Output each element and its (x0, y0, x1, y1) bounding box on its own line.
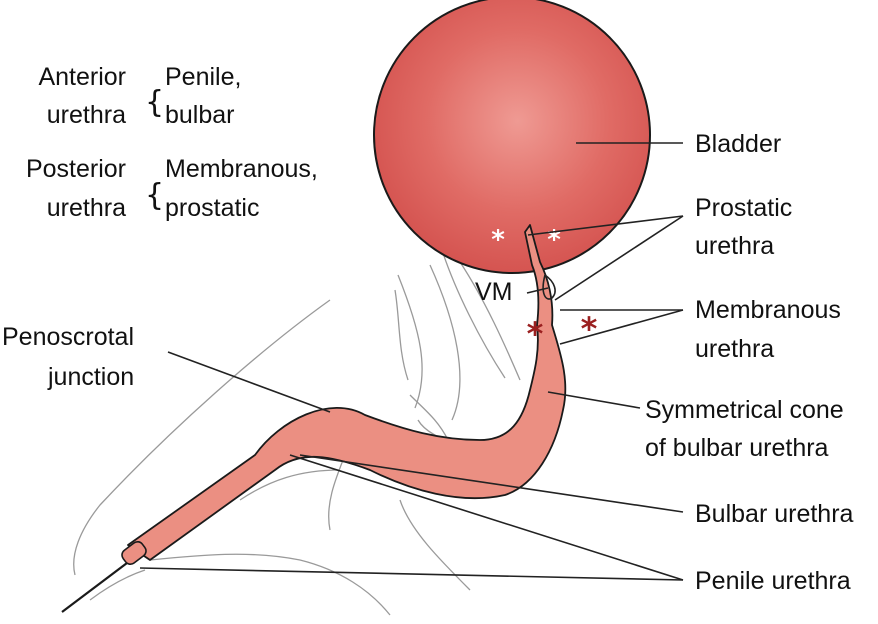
label-membranous-line1: Membranous (695, 296, 841, 324)
label-prostatic-line2: urethra (695, 232, 774, 260)
white-asterisk-right: * (547, 225, 561, 255)
anterior-brace: { (145, 85, 164, 120)
posterior-brace: { (145, 178, 164, 213)
label-bladder: Bladder (695, 130, 781, 158)
label-penoscrotal-line2: junction (47, 363, 134, 391)
leader-penile-a (289, 454, 684, 581)
posterior-parts-line2: prostatic (165, 194, 259, 222)
catheter-tip (121, 540, 147, 566)
label-bulbar: Bulbar urethra (695, 500, 854, 528)
leader-prostatic-b (554, 215, 684, 301)
anterior-parts-line1: Penile, (165, 63, 241, 91)
white-asterisk-left: * (491, 225, 505, 255)
bladder-shape (373, 0, 651, 274)
leader-prostatic-a (527, 215, 684, 236)
leader-vm (526, 287, 549, 294)
anterior-term-line2: urethra (47, 101, 126, 129)
leader-membranous-b (559, 309, 684, 345)
leader-penile-b (139, 567, 684, 581)
genital-outline-lines (73, 299, 471, 616)
urethra-division-legend: Anterior urethra { Penile, bulbar Poster… (26, 63, 318, 222)
leader-lines (139, 142, 684, 581)
label-penoscrotal-line1: Penoscrotal (2, 323, 134, 351)
leader-cone (547, 391, 641, 409)
anterior-parts-line2: bulbar (165, 101, 235, 129)
label-cone-line2: of bulbar urethra (645, 434, 829, 462)
dark-asterisk-left: * (527, 315, 544, 353)
dark-asterisk-right: * (581, 310, 598, 348)
label-cone-line1: Symmetrical cone (645, 396, 844, 424)
urethra-tube (127, 224, 567, 561)
anterior-term-line1: Anterior (38, 63, 126, 91)
label-vm: VM (475, 278, 513, 306)
leader-penoscrotal (167, 351, 331, 413)
label-prostatic-line1: Prostatic (695, 194, 792, 222)
label-membranous-line2: urethra (695, 335, 774, 363)
pelvic-outline-lines (394, 249, 521, 445)
label-penile: Penile urethra (695, 567, 851, 595)
catheter-wire (61, 562, 128, 613)
posterior-term-line1: Posterior (26, 155, 126, 183)
posterior-term-line2: urethra (47, 194, 126, 222)
posterior-parts-line1: Membranous, (165, 155, 318, 183)
leader-bulbar (299, 454, 684, 513)
